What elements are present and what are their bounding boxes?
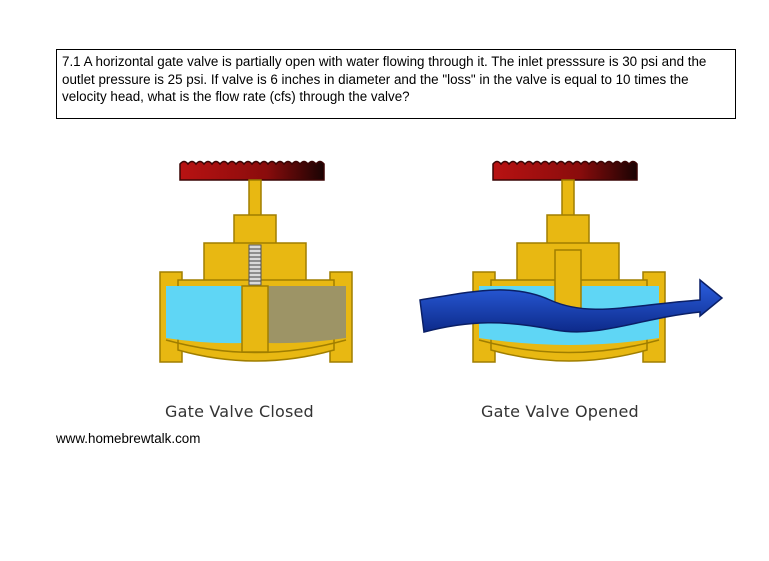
source-credit: www.homebrewtalk.com	[56, 431, 201, 446]
gate-disc-closed	[241, 285, 269, 353]
flow-arrow	[419, 278, 724, 333]
gate-disc-opened	[554, 249, 582, 311]
water-inlet	[166, 286, 242, 344]
problem-statement: 7.1 A horizontal gate valve is partially…	[56, 49, 736, 119]
caption-gate-valve-opened: Gate Valve Opened	[481, 402, 639, 421]
threaded-stem	[248, 244, 262, 286]
gate-valve-opened	[419, 160, 724, 363]
handwheel-opened	[492, 160, 638, 181]
gate-valve-closed	[159, 160, 353, 363]
caption-gate-valve-closed: Gate Valve Closed	[165, 402, 314, 421]
water-outlet-stagnant	[268, 286, 346, 344]
handwheel-closed	[179, 160, 325, 181]
